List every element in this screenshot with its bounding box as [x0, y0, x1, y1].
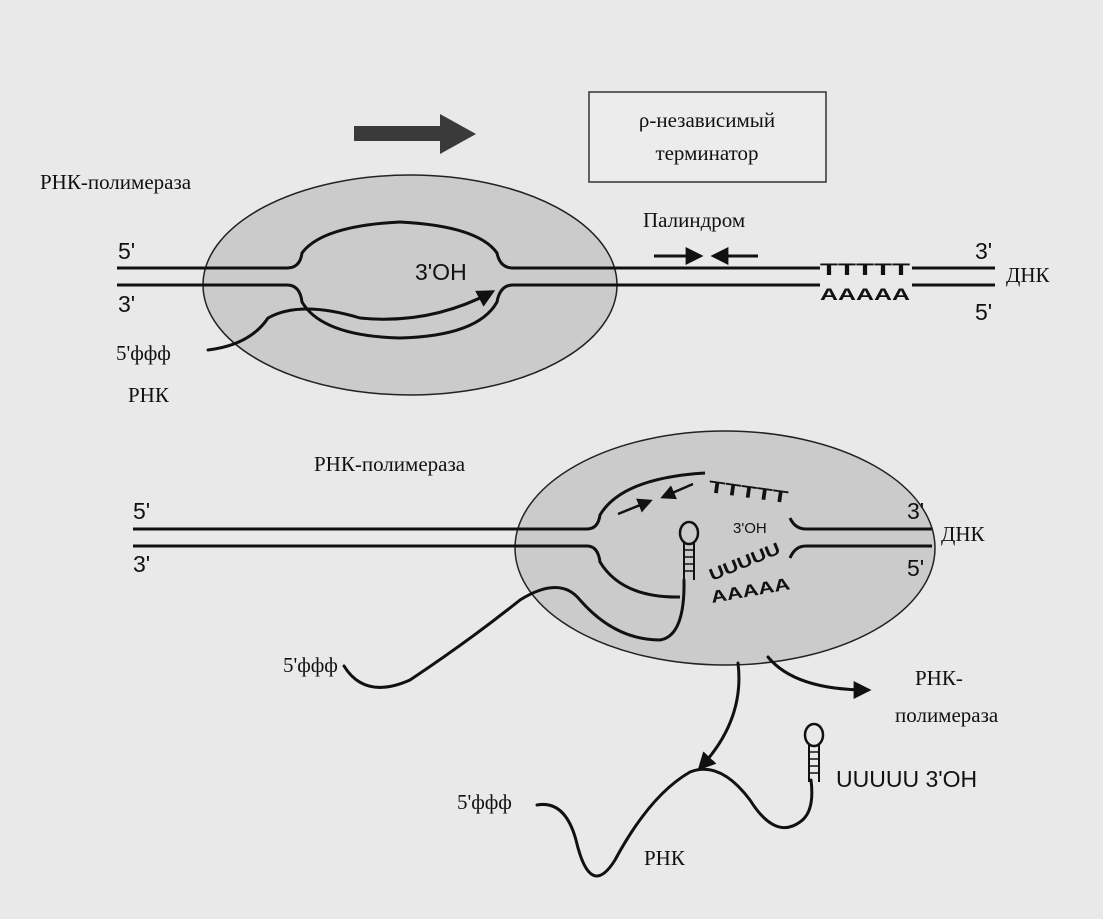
- rna-5ppp-3: 5'ффф: [457, 790, 512, 814]
- release-arrow-polymerase: [766, 655, 872, 699]
- dna1-top-right-end: 3': [975, 238, 992, 264]
- panel-3: РНК- полимераза 5'ффф UUUUU 3'OH РНК: [457, 655, 999, 878]
- rna-3oh-2: 3'OH: [733, 520, 767, 537]
- rna-5ppp-1: 5'ффф: [116, 341, 171, 365]
- rna-transcript-2: [342, 578, 686, 689]
- release-arrow-rna: [697, 661, 741, 771]
- rna-label-1: РНК: [128, 383, 170, 407]
- dna1-top-left-end: 5': [118, 238, 135, 264]
- terminator-box: ρ-независимый терминатор: [588, 91, 827, 183]
- palindrome-arrow-2a: [617, 498, 653, 516]
- released-polymerase-line1: РНК-: [915, 666, 963, 690]
- terminator-line2: терминатор: [655, 141, 758, 165]
- rna-transcript-3: [535, 767, 814, 878]
- dna-top-strand-1: [117, 220, 820, 270]
- dna-top-strand-2: [133, 471, 706, 531]
- rna-hairpin-2: [678, 520, 700, 580]
- dna-label-1: ДНК: [1006, 263, 1050, 287]
- a-run-1: AAAAA: [820, 285, 910, 304]
- dna1-bottom-right-end: 5': [975, 299, 992, 325]
- polymerase-label-1: РНК-полимераза: [40, 170, 192, 194]
- direction-arrow: [354, 114, 476, 154]
- palindrome-arrow-2b: [660, 482, 694, 500]
- t-run-1: TTTTT: [820, 260, 911, 279]
- dna-bottom-strand-2-right: [788, 544, 932, 559]
- polymerase-label-2: РНК-полимераза: [314, 452, 466, 476]
- dna2-top-left-end: 5': [133, 498, 150, 524]
- dna2-bottom-left-end: 3': [133, 551, 150, 577]
- dna-bottom-strand-1: [117, 283, 820, 340]
- dna-bottom-strand-2: [133, 544, 681, 599]
- palindrome-label: Палиндром: [643, 208, 745, 232]
- rna-5ppp-2: 5'ффф: [283, 653, 338, 677]
- dna1-bottom-left-end: 3': [118, 291, 135, 317]
- rna-polymerase-2: [514, 430, 936, 666]
- rna-tail-3: UUUUU 3'OH: [836, 766, 977, 792]
- rna-hairpin-3: [803, 722, 825, 782]
- terminator-line1: ρ-независимый: [639, 108, 775, 132]
- rna-label-3: РНК: [644, 846, 686, 870]
- panel-1: РНК-полимераза TTTTT AAAAA 5' 3' 3' 5' Д…: [40, 170, 1050, 407]
- dna2-bottom-right-end: 5': [907, 555, 924, 581]
- dna-top-strand-2-right: [788, 517, 932, 531]
- released-polymerase-line2: полимераза: [895, 703, 999, 727]
- panel-2: РНК-полимераза TTTTT 3'OH UUUUU AAAAA 5'…: [133, 430, 985, 689]
- dna2-top-right-end: 3': [907, 498, 924, 524]
- dna-label-2: ДНК: [941, 522, 985, 546]
- rna-3oh-1: 3'OH: [415, 259, 467, 285]
- rna-transcript-1: [206, 290, 496, 352]
